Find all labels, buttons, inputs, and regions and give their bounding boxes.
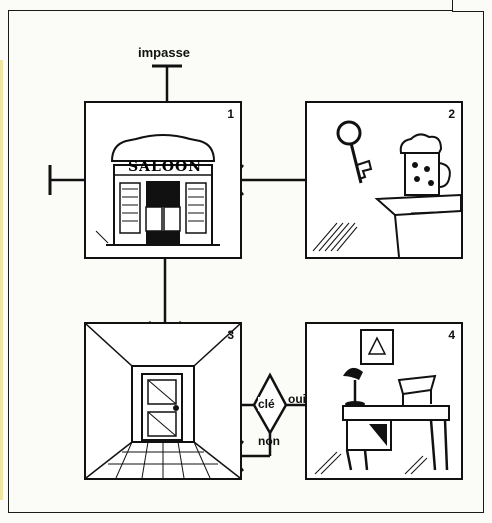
no-label: non: [258, 434, 280, 448]
key-icon: [338, 122, 371, 183]
panel-number: 1: [227, 107, 234, 121]
panel-number: 3: [227, 328, 234, 342]
panel-number: 2: [448, 107, 455, 121]
beer-mug-icon: [401, 134, 450, 195]
picture-frame-icon: [361, 330, 393, 364]
corridor-door-illustration: [86, 324, 240, 478]
saloon-sign-text: SALOON: [128, 159, 202, 175]
panel-number: 4: [448, 328, 455, 342]
panel-4-desk: 4: [305, 322, 463, 480]
saloon-illustration: [86, 103, 240, 257]
panel-1-saloon: 1 SALOON: [84, 101, 242, 259]
chair-icon: [399, 376, 435, 394]
impasse-label: impasse: [138, 45, 190, 60]
decision-label: clé: [258, 397, 275, 411]
yes-label: oui: [288, 392, 306, 406]
lamp-icon: [343, 368, 365, 407]
desk-illustration: [307, 324, 461, 478]
panel-3-corridor-door: 3: [84, 322, 242, 480]
desk-icon: [343, 406, 449, 420]
key-and-beer-illustration: [307, 103, 461, 257]
panel-2-key-and-beer: 2: [305, 101, 463, 259]
